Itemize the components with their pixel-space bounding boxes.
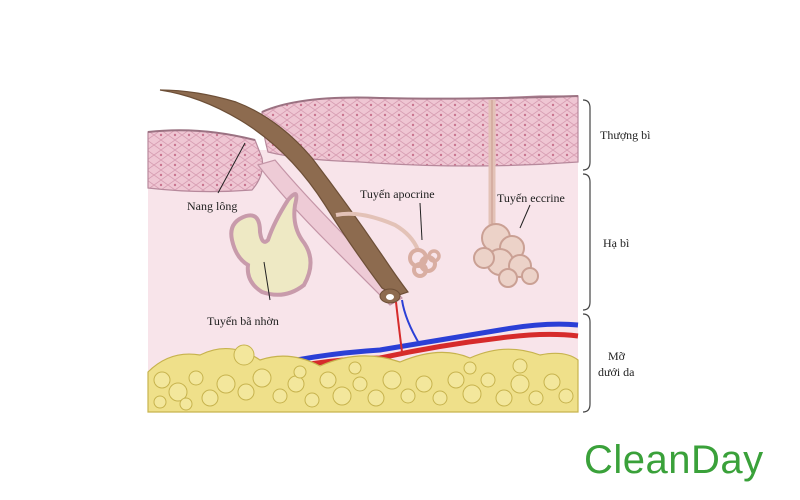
label-tuyen-ba-nhon: Tuyến bã nhờn — [207, 314, 279, 328]
apocrine-gland — [335, 211, 441, 278]
label-ha-bi: Hạ bì — [603, 236, 630, 250]
label-mo-line2: dưới da — [598, 365, 635, 379]
label-mo-line1: Mỡ — [608, 349, 626, 363]
layer-brackets — [582, 99, 591, 413]
eccrine-gland — [473, 100, 539, 288]
label-thuong-bi: Thượng bì — [600, 128, 651, 142]
cleanday-logo: CleanDay — [584, 438, 764, 482]
hair-shaft — [159, 89, 409, 304]
label-tuyen-eccrine: Tuyến eccrine — [497, 191, 565, 205]
fat-layer — [147, 344, 579, 413]
label-tuyen-apocrine: Tuyến apocrine — [360, 187, 435, 201]
sebaceous-gland — [229, 192, 313, 297]
pointer-lines — [217, 142, 531, 301]
label-nang-long: Nang lông — [187, 199, 237, 213]
epidermis-layer — [147, 95, 579, 193]
